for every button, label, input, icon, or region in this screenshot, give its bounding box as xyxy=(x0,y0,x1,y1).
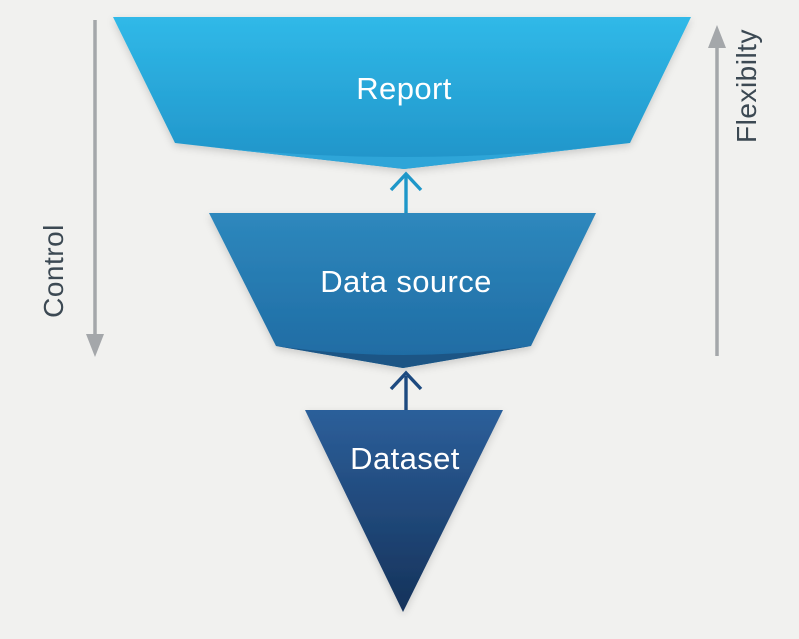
arrow-dataset-to-datasource-head-icon xyxy=(389,370,423,391)
arrow-datasource-to-report-head-icon xyxy=(389,171,423,192)
datasource-shape xyxy=(209,213,596,368)
dataset-shape xyxy=(305,410,503,612)
dataset-label: Dataset xyxy=(350,441,460,476)
funnel-level-datasource: Data source xyxy=(209,213,596,368)
arrow-dataset-to-datasource xyxy=(389,370,423,412)
control-axis: Control xyxy=(38,20,104,357)
datasource-label: Data source xyxy=(320,264,492,299)
funnel-level-report: Report xyxy=(113,17,691,169)
control-axis-label: Control xyxy=(38,224,69,318)
flexibility-axis-arrowhead-up-icon xyxy=(708,25,726,48)
control-axis-arrowhead-down-icon xyxy=(86,334,104,357)
flexibility-axis: Flexibilty xyxy=(708,25,762,356)
report-shape-fold xyxy=(175,143,630,169)
datasource-shape-fold xyxy=(276,346,531,368)
funnel-level-dataset: Dataset xyxy=(305,410,503,612)
arrow-datasource-to-report xyxy=(389,171,423,213)
flexibility-axis-label: Flexibilty xyxy=(731,29,762,143)
report-label: Report xyxy=(356,71,451,106)
report-shape xyxy=(113,17,691,169)
